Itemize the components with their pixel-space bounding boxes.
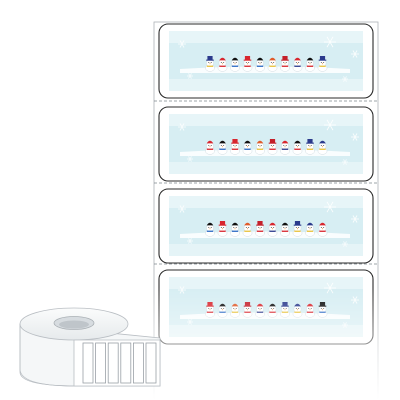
snowman-icon bbox=[230, 222, 240, 237]
snowman-icon bbox=[242, 56, 253, 72]
snowman-icon bbox=[292, 140, 303, 155]
snowman-icon bbox=[242, 222, 253, 237]
snowman-icon bbox=[230, 303, 240, 318]
snowman-icon bbox=[205, 140, 215, 155]
snowflake-icon bbox=[351, 215, 359, 223]
snowflake-icon bbox=[187, 73, 193, 79]
snowflake-icon bbox=[351, 296, 359, 304]
snowflake-icon bbox=[342, 241, 348, 247]
snowman-label bbox=[158, 106, 374, 182]
snowflake-icon bbox=[324, 36, 336, 48]
snowman-icon bbox=[280, 56, 290, 72]
snowflake-icon bbox=[342, 76, 348, 82]
roll-label bbox=[95, 342, 106, 384]
snowman-icon bbox=[205, 56, 215, 72]
snowman-icon bbox=[267, 303, 278, 318]
snowman-icon bbox=[267, 139, 278, 155]
snowman-label bbox=[158, 23, 374, 99]
roll-label bbox=[145, 342, 157, 384]
snowman-icon bbox=[255, 303, 265, 318]
snowman-icon bbox=[242, 140, 253, 155]
roll-label bbox=[132, 342, 144, 384]
snowman-icon bbox=[305, 139, 315, 155]
snowman-icon bbox=[280, 302, 290, 318]
snowman-icon bbox=[255, 221, 265, 237]
snowman-icon bbox=[317, 140, 328, 155]
snowflake-icon bbox=[324, 282, 336, 294]
snowman-icon bbox=[305, 303, 315, 318]
roll-label bbox=[107, 342, 119, 384]
snowman-icon bbox=[242, 302, 253, 318]
snowman-icon bbox=[230, 139, 240, 155]
snowman-icon bbox=[217, 303, 228, 318]
snowflake-icon bbox=[342, 159, 348, 165]
snowflake-icon bbox=[324, 201, 336, 213]
snowman-icon bbox=[230, 57, 240, 72]
snowman-icon bbox=[305, 222, 315, 237]
snowman-icon bbox=[255, 140, 265, 155]
snowflake-icon bbox=[351, 50, 359, 58]
label-roll bbox=[19, 307, 161, 387]
snowman-icon bbox=[280, 222, 290, 237]
snowman-icon bbox=[317, 302, 328, 318]
snowflake-icon bbox=[178, 40, 186, 48]
snowman-label bbox=[158, 188, 374, 264]
snowman-icon bbox=[292, 221, 303, 237]
snowman-icon bbox=[255, 57, 265, 72]
roll-label bbox=[120, 342, 132, 384]
snowflake-icon bbox=[187, 319, 193, 325]
snowman-icon bbox=[217, 221, 228, 237]
snowman-icon bbox=[317, 222, 328, 237]
snowman-icon bbox=[280, 140, 290, 155]
snowman-icon bbox=[205, 222, 215, 237]
snowman-label bbox=[158, 269, 374, 345]
snowflake-icon bbox=[324, 119, 336, 131]
snowman-icon bbox=[292, 57, 303, 72]
snowman-icon bbox=[217, 140, 228, 155]
snowman-icon bbox=[267, 57, 278, 72]
roll-label bbox=[82, 342, 94, 384]
snowman-icon bbox=[267, 222, 278, 237]
snowman-icon bbox=[317, 56, 328, 72]
snowflake-icon bbox=[178, 123, 186, 131]
label-liner bbox=[153, 21, 379, 400]
snowflake-icon bbox=[187, 156, 193, 162]
snowflake-icon bbox=[178, 286, 186, 294]
snowflake-icon bbox=[187, 238, 193, 244]
snowman-icon bbox=[205, 302, 215, 318]
snowflake-icon bbox=[342, 322, 348, 328]
snowman-icon bbox=[217, 57, 228, 72]
snowman-icon bbox=[305, 57, 315, 72]
snowman-icon bbox=[292, 303, 303, 318]
snowflake-icon bbox=[178, 205, 186, 213]
snowflake-icon bbox=[351, 133, 359, 141]
